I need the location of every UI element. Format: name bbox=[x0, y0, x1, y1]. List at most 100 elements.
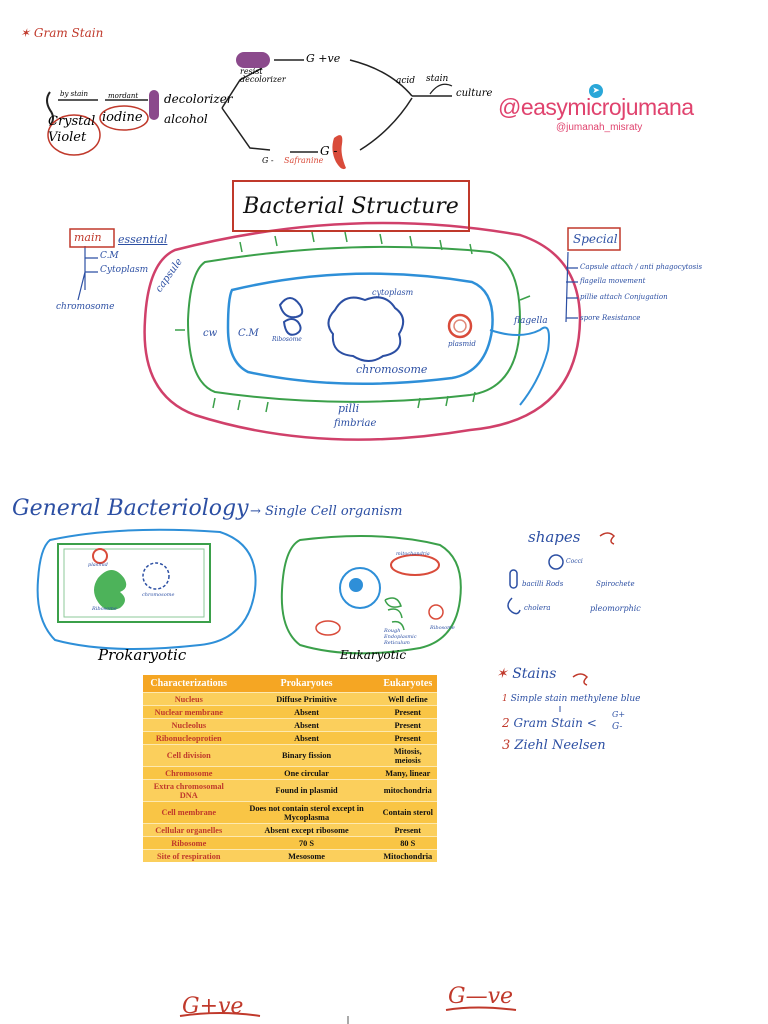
table-cell: Cellular organelles bbox=[143, 823, 235, 837]
iodine-label: iodine bbox=[102, 110, 143, 125]
bottom-gpos-heading: G+ve bbox=[182, 994, 244, 1019]
table-cell: Many, linear bbox=[378, 766, 437, 780]
table-cell: mitochondria bbox=[378, 779, 437, 802]
euk-label-ribosome: Ribosome bbox=[430, 625, 455, 631]
stain-item-simple: 1 Simple stain methylene blue bbox=[502, 694, 641, 704]
characterization-table: Characterizations Prokaryotes Eukaryotes… bbox=[143, 675, 437, 862]
stain-label: stain bbox=[426, 74, 449, 84]
special-item-spore: spore Resistance bbox=[580, 314, 641, 322]
shapes-title: shapes bbox=[528, 528, 581, 546]
table-cell: 70 S bbox=[234, 836, 379, 850]
converge-arrow bbox=[359, 97, 413, 151]
acid-label: acid bbox=[396, 76, 416, 86]
table-cell: Site of respiration bbox=[143, 849, 235, 862]
mitochondria-shape bbox=[390, 554, 440, 576]
cocci-shape bbox=[548, 554, 564, 570]
general-bacteriology-title: General Bacteriology bbox=[12, 496, 249, 521]
cytoplasm-label: cytoplasm bbox=[372, 288, 414, 297]
shape-bacilli: bacilli Rods bbox=[522, 580, 564, 588]
gram-branch-positive: G+ bbox=[612, 710, 626, 719]
pro-label-ribosome: Ribosome bbox=[92, 606, 117, 612]
pro-label-plasmid: plasmid bbox=[88, 562, 108, 568]
special-label: Special bbox=[573, 232, 618, 246]
culture-label: culture bbox=[456, 88, 493, 99]
resist-decolorizer-label: resist decolorizer bbox=[240, 67, 286, 84]
chromosome-label: chromosome bbox=[356, 363, 428, 376]
table-cell: Diffuse Primitive bbox=[234, 692, 379, 706]
euk-label-mitochondria: mitochondria bbox=[396, 551, 430, 557]
ribosome-label: Ribosome bbox=[272, 336, 302, 343]
branch-up-arrow bbox=[221, 67, 263, 109]
pro-label-chromosome: chromosome bbox=[142, 592, 175, 598]
table-cell: Found in plasmid bbox=[234, 779, 379, 802]
stains-title: ✶ Stains bbox=[496, 666, 557, 682]
table-cell: Mesosome bbox=[234, 849, 379, 862]
table-cell: One circular bbox=[234, 766, 379, 780]
table-cell: Absent except ribosome bbox=[234, 823, 379, 837]
table-cell: Mitosis, meiosis bbox=[378, 744, 437, 767]
gpos-underline bbox=[179, 1012, 261, 1017]
table-cell: Present bbox=[378, 823, 437, 837]
table-cell: Nuclear membrane bbox=[143, 705, 235, 719]
plasmid-label: plasmid bbox=[448, 340, 476, 348]
eukaryotic-membrane bbox=[280, 535, 462, 655]
prokaryotic-plasmid bbox=[92, 548, 108, 564]
table-cell: Present bbox=[378, 731, 437, 745]
prokaryotic-chromosome bbox=[142, 562, 170, 590]
purple-bacterium bbox=[149, 90, 159, 120]
eukaryotic-label: Eukaryotic bbox=[340, 648, 407, 662]
table-cell: Present bbox=[378, 705, 437, 719]
general-subtitle: → Single Cell organism bbox=[250, 504, 403, 519]
bacterium-outline bbox=[46, 91, 54, 127]
gram-branch-negative: G- bbox=[612, 722, 623, 732]
bacterial-structure-title: Bacterial Structure bbox=[232, 180, 470, 232]
table-cell: 80 S bbox=[378, 836, 437, 850]
table-header: Characterizations bbox=[143, 675, 235, 693]
table-cell: Binary fission bbox=[234, 744, 379, 767]
crystal-violet-label: Crystal Violet bbox=[48, 114, 96, 145]
bottom-gneg-heading: G—ve bbox=[448, 984, 514, 1009]
branch-down-arrow bbox=[221, 107, 271, 151]
g-positive-label: G +ve bbox=[306, 52, 341, 65]
prokaryotic-wall bbox=[57, 543, 211, 623]
brand-handle[interactable]: @easymicrojumana bbox=[498, 94, 694, 120]
ribosome-shape bbox=[282, 318, 302, 336]
table-cell: Cell division bbox=[143, 744, 235, 767]
table-cell: Chromosome bbox=[143, 766, 235, 780]
cholera-shape bbox=[507, 597, 521, 615]
g-negative-label: G - bbox=[320, 144, 338, 158]
iodine-circle bbox=[99, 105, 149, 131]
gram-positive-bacterium bbox=[236, 52, 270, 68]
bacilli-shape bbox=[509, 569, 518, 589]
table-cell: Absent bbox=[234, 705, 379, 719]
mordant-label: mordant bbox=[108, 92, 139, 100]
prokaryotic-membrane bbox=[63, 548, 205, 618]
prokaryotic-ribosome bbox=[94, 570, 127, 610]
brand-subhandle: @jumanah_misraty bbox=[556, 122, 643, 133]
main-item-cm: C.M bbox=[100, 251, 119, 261]
ribosome-shape bbox=[278, 297, 304, 319]
star-icon: ✶ bbox=[496, 666, 508, 682]
shape-spirochete: Spirochete bbox=[596, 580, 635, 588]
plasmid-inner bbox=[453, 319, 467, 333]
table-cell: Present bbox=[378, 718, 437, 732]
safranin-label: Safranine bbox=[284, 156, 324, 165]
stain-item-gram: 2 Gram Stain < bbox=[502, 716, 597, 730]
gneg-underline bbox=[445, 1006, 517, 1011]
table-cell: Contain sterol bbox=[378, 801, 437, 824]
plasmid-shape bbox=[447, 313, 473, 339]
flagella-label: flagella bbox=[514, 316, 548, 326]
euk-label-rer: Rough Endoplasmic Reticulum bbox=[384, 628, 417, 646]
er-shape bbox=[384, 597, 405, 631]
shape-pleomorphic: pleomorphic bbox=[590, 604, 641, 613]
prokaryotic-capsule bbox=[36, 528, 257, 650]
